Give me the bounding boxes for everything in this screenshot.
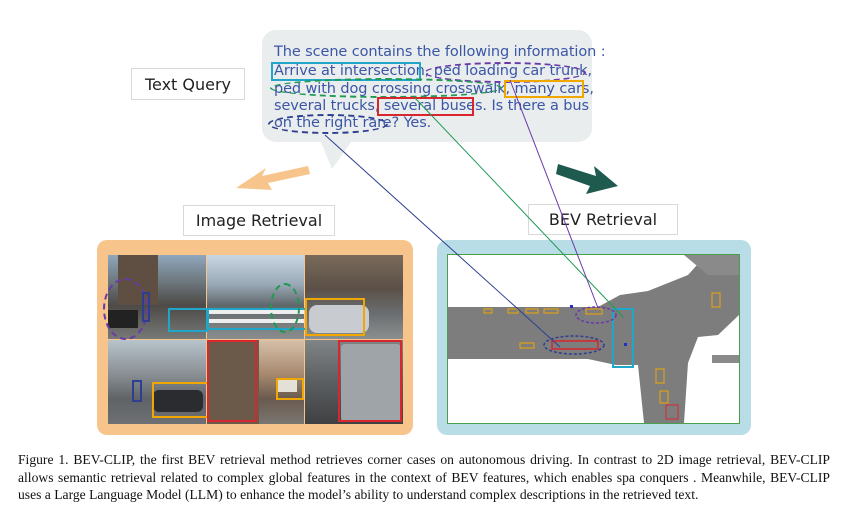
camera-image-3 [305,255,403,339]
image-ellipse-ped-trunk [103,278,148,340]
bev-retrieval-label-text: BEV Retrieval [548,210,658,229]
query-bubble-tail [318,135,356,169]
bev-retrieval-label: BEV Retrieval [528,204,678,235]
image-box-car-3 [276,378,304,400]
image-retrieval-label: Image Retrieval [183,205,335,236]
image-box-ped-2 [132,380,142,402]
camera-image-6 [305,340,403,424]
figure-caption: Figure 1. BEV-CLIP, the first BEV retrie… [18,452,830,502]
image-box-bus-2 [338,340,402,422]
bev-road-icon [448,255,739,423]
image-box-car-1 [305,298,365,336]
bev-map [447,254,740,424]
arrow-right-icon [556,164,618,194]
arrow-left-icon [236,166,310,190]
highlight-buses [377,97,474,116]
text-query-label-text: Text Query [144,74,232,94]
query-line-4: several trucks, several buses. Is there … [274,98,589,114]
query-line-1: The scene contains the following informa… [274,44,606,60]
text-query-label: Text Query [131,68,245,100]
highlight-rare [268,114,388,134]
image-retrieval-label-text: Image Retrieval [195,211,323,230]
image-box-ped-1 [142,292,150,322]
highlight-cars [504,80,584,98]
image-box-bus-1 [207,340,257,422]
image-ellipse-ped-dog [270,283,300,333]
